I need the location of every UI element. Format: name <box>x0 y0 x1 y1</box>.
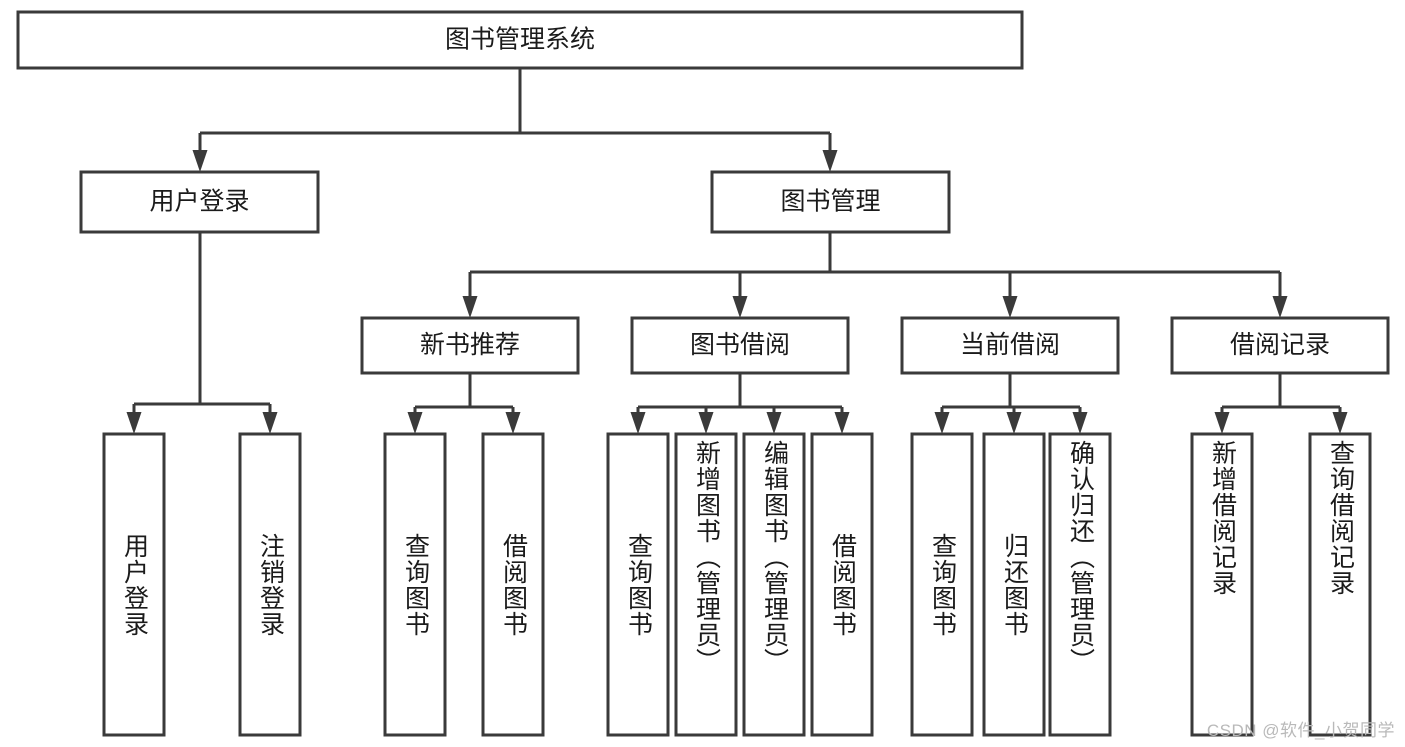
arrow-head-icon <box>262 412 278 434</box>
root-node-label: 图书管理系统 <box>445 26 595 54</box>
leaf-node-box-确认归还管理员-10[interactable] <box>1048 432 1112 737</box>
leaf-node-box-注销登录-1[interactable] <box>238 432 302 737</box>
leaf-node-box-查询图书-4[interactable] <box>606 432 670 737</box>
level2-node-label-图书管理: 图书管理 <box>780 188 880 216</box>
connector-group-用户登录-1 <box>126 232 278 434</box>
level3-node-box-借阅记录[interactable] <box>1170 316 1390 375</box>
leaf-node-box-查询图书-8[interactable] <box>910 432 974 737</box>
arrow-head-icon <box>1332 412 1348 434</box>
level3-node-box-当前借阅[interactable] <box>900 316 1120 375</box>
arrow-head-icon <box>1214 412 1230 434</box>
arrow-head-icon <box>698 412 714 434</box>
connector-group-图书管理系统-0 <box>192 68 838 172</box>
level2-node-box-用户登录[interactable] <box>79 170 320 234</box>
connector-group-图书管理-2 <box>462 232 1288 318</box>
connector-group-图书借阅-4 <box>630 373 850 434</box>
leaf-node-box-新增图书管理员-5[interactable] <box>674 432 738 737</box>
level3-node-box-新书推荐[interactable] <box>360 316 580 375</box>
level2-node-box-图书管理[interactable] <box>710 170 951 234</box>
level3-node-box-图书借阅[interactable] <box>630 316 850 375</box>
arrow-head-icon <box>822 150 838 172</box>
leaf-node-box-归还图书-9[interactable] <box>982 432 1046 737</box>
level3-node-label-当前借阅: 当前借阅 <box>960 331 1060 359</box>
arrow-head-icon <box>505 412 521 434</box>
arrow-head-icon <box>766 412 782 434</box>
level3-node-label-新书推荐: 新书推荐 <box>420 331 520 359</box>
arrow-head-icon <box>462 296 478 318</box>
leaf-node-box-编辑图书管理员-6[interactable] <box>742 432 806 737</box>
arrow-head-icon <box>934 412 950 434</box>
connector-group-借阅记录-6 <box>1214 373 1348 434</box>
level3-node-label-借阅记录: 借阅记录 <box>1230 331 1330 359</box>
arrow-head-icon <box>630 412 646 434</box>
level3-node-label-图书借阅: 图书借阅 <box>690 331 790 359</box>
arrow-head-icon <box>1072 412 1088 434</box>
root-node-box[interactable] <box>16 10 1024 70</box>
leaf-node-box-借阅图书-7[interactable] <box>810 432 874 737</box>
connector-group-新书推荐-3 <box>407 373 521 434</box>
level2-node-label-用户登录: 用户登录 <box>149 188 249 216</box>
leaf-node-box-用户登录-0[interactable] <box>102 432 166 737</box>
connector-group-当前借阅-5 <box>934 373 1088 434</box>
arrow-head-icon <box>407 412 423 434</box>
leaf-node-box-新增借阅记录-11[interactable] <box>1190 432 1254 737</box>
arrow-head-icon <box>1006 412 1022 434</box>
arrow-head-icon <box>1002 296 1018 318</box>
leaf-node-box-查询图书-2[interactable] <box>383 432 447 737</box>
leaf-node-box-借阅图书-3[interactable] <box>481 432 545 737</box>
arrow-head-icon <box>834 412 850 434</box>
boxes-layer <box>16 10 1390 737</box>
arrow-head-icon <box>1272 296 1288 318</box>
arrow-head-icon <box>192 150 208 172</box>
leaf-node-box-查询借阅记录-12[interactable] <box>1308 432 1372 737</box>
connectors-layer <box>126 68 1348 434</box>
arrow-head-icon <box>732 296 748 318</box>
arrow-head-icon <box>126 412 142 434</box>
